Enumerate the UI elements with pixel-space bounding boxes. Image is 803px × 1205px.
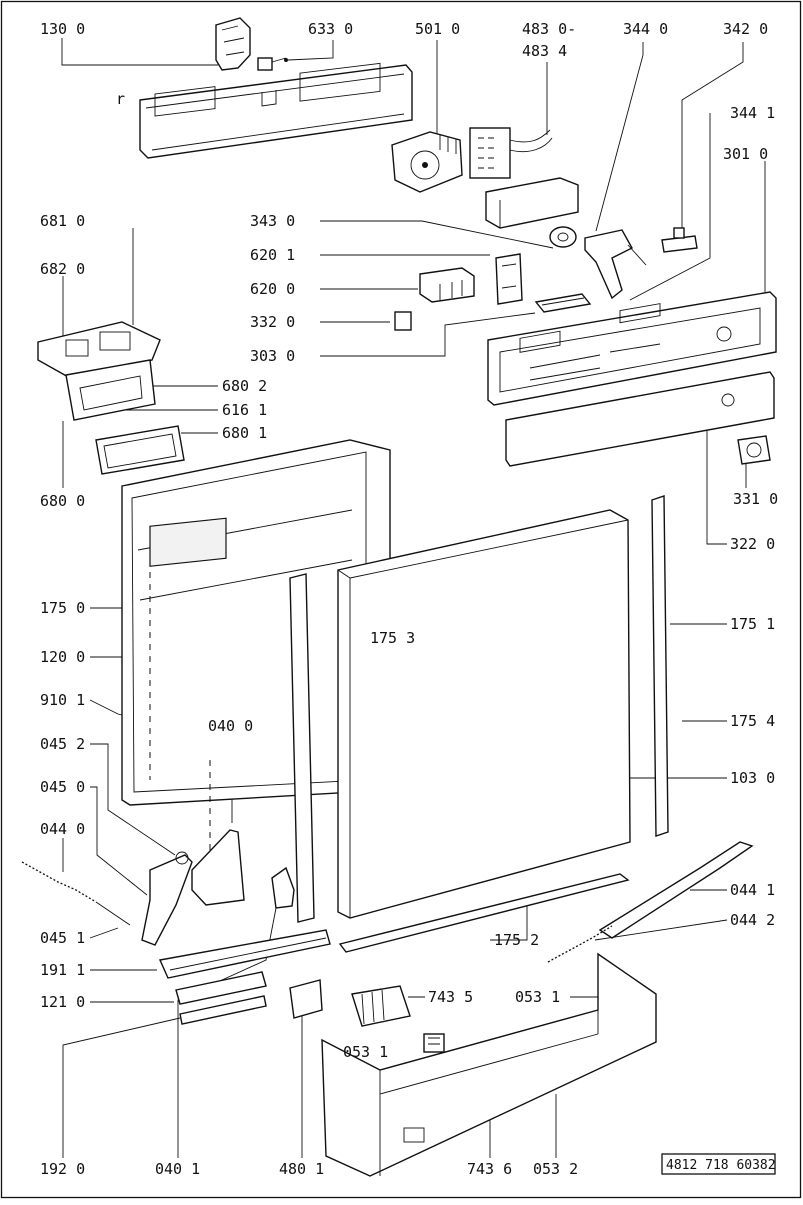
label-0401: 040 1 [155, 1160, 200, 1178]
part-3430-ring [549, 226, 577, 248]
part-5010-motor [391, 131, 463, 193]
label-1210: 121 0 [40, 993, 85, 1011]
part-7435-connector [351, 985, 411, 1027]
label-1754: 175 4 [730, 712, 775, 730]
label-7436: 743 6 [467, 1160, 512, 1178]
label-3430: 343 0 [250, 212, 295, 230]
label-3441: 344 1 [730, 104, 775, 122]
label-6820: 682 0 [40, 260, 85, 278]
label-1750: 175 0 [40, 599, 85, 617]
label-3420: 342 0 [723, 20, 768, 38]
part-1751-right-strip [651, 495, 669, 837]
part-0400-bracket [191, 829, 245, 906]
part-0440-spring [21, 861, 131, 926]
label-1752: 175 2 [494, 931, 539, 949]
label-0531-left: 053 1 [343, 1043, 388, 1061]
label-0452: 045 2 [40, 735, 85, 753]
part-1920-strip [179, 995, 267, 1025]
label-1030: 103 0 [730, 769, 775, 787]
part-6201-guide [495, 253, 523, 305]
label-0532: 053 2 [533, 1160, 578, 1178]
label-6330: 633 0 [308, 20, 353, 38]
label-0531-right: 053 1 [515, 988, 560, 1006]
part-4830-connector [469, 127, 553, 179]
label-6810: 681 0 [40, 212, 85, 230]
part-1300-bracket [215, 17, 251, 71]
label-4801: 480 1 [279, 1160, 324, 1178]
label-3010: 301 0 [723, 145, 768, 163]
label-0400: 040 0 [208, 717, 253, 735]
label-6161: 616 1 [222, 401, 267, 419]
label-1751: 175 1 [730, 615, 775, 633]
part-top-rail: r [116, 62, 413, 159]
part-1911-rail [158, 929, 331, 979]
label-0450: 045 0 [40, 778, 85, 796]
part-3440-lever [584, 229, 647, 300]
document-number-box: 4812 718 60382 [661, 1153, 776, 1175]
label-7435: 743 5 [428, 988, 473, 1006]
label-3310: 331 0 [733, 490, 778, 508]
part-1030-door-panel [337, 509, 631, 919]
label-3440: 344 0 [623, 20, 668, 38]
part-1750-side-strip [289, 573, 315, 923]
part-0442-spring [547, 925, 613, 963]
part-3320-block [394, 311, 412, 331]
part-1210-rail [175, 971, 267, 1005]
label-5010: 501 0 [415, 20, 460, 38]
label-9101: 910 1 [40, 691, 85, 709]
part-0441-rod [598, 841, 754, 939]
label-1911: 191 1 [40, 961, 85, 979]
part-4801-clip [289, 979, 323, 1019]
part-0401-cap [271, 866, 295, 909]
label-4830: 483 0- [522, 20, 576, 38]
part-6801-gasket [95, 425, 185, 475]
label-1753: 175 3 [370, 629, 415, 647]
document-number: 4812 718 60382 [666, 1158, 776, 1173]
label-6201: 620 1 [250, 246, 295, 264]
part-3010-control-panel [487, 291, 777, 406]
part-1200-inner-frame [121, 439, 391, 900]
label-6801: 680 1 [222, 424, 267, 442]
label-1300: 130 0 [40, 20, 85, 38]
part-3310-knob [737, 435, 771, 465]
label-0451: 045 1 [40, 929, 85, 947]
label-0441: 044 1 [730, 881, 775, 899]
part-6200-relay [419, 267, 475, 303]
part-6330-switch [257, 57, 288, 71]
label-1200: 120 0 [40, 648, 85, 666]
part-0450-hinge [141, 851, 193, 946]
label-6800: 680 0 [40, 492, 85, 510]
part-3220-fascia [505, 303, 775, 467]
label-3220: 322 0 [730, 535, 775, 553]
part-0532-plinth [321, 952, 657, 1177]
label-6802: 680 2 [222, 377, 267, 395]
label-0442: 044 2 [730, 911, 775, 929]
part-1752-bottom-strip [338, 873, 630, 953]
label-4834: 483 4 [522, 42, 567, 60]
part-3420-latch [661, 227, 698, 253]
label-0440: 044 0 [40, 820, 85, 838]
label-3320: 332 0 [250, 313, 295, 331]
part-3030-handle [534, 293, 592, 313]
label-6200: 620 0 [250, 280, 295, 298]
part-6802-dispenser-body [65, 359, 156, 421]
label-3030: 303 0 [250, 347, 295, 365]
part-labels: 130 0 633 0 501 0 483 0- 483 4 344 0 342… [40, 20, 778, 1178]
part-timer-housing [485, 177, 579, 229]
svg-text:r: r [116, 90, 125, 108]
label-1920: 192 0 [40, 1160, 85, 1178]
part-7436-block [423, 1033, 445, 1053]
